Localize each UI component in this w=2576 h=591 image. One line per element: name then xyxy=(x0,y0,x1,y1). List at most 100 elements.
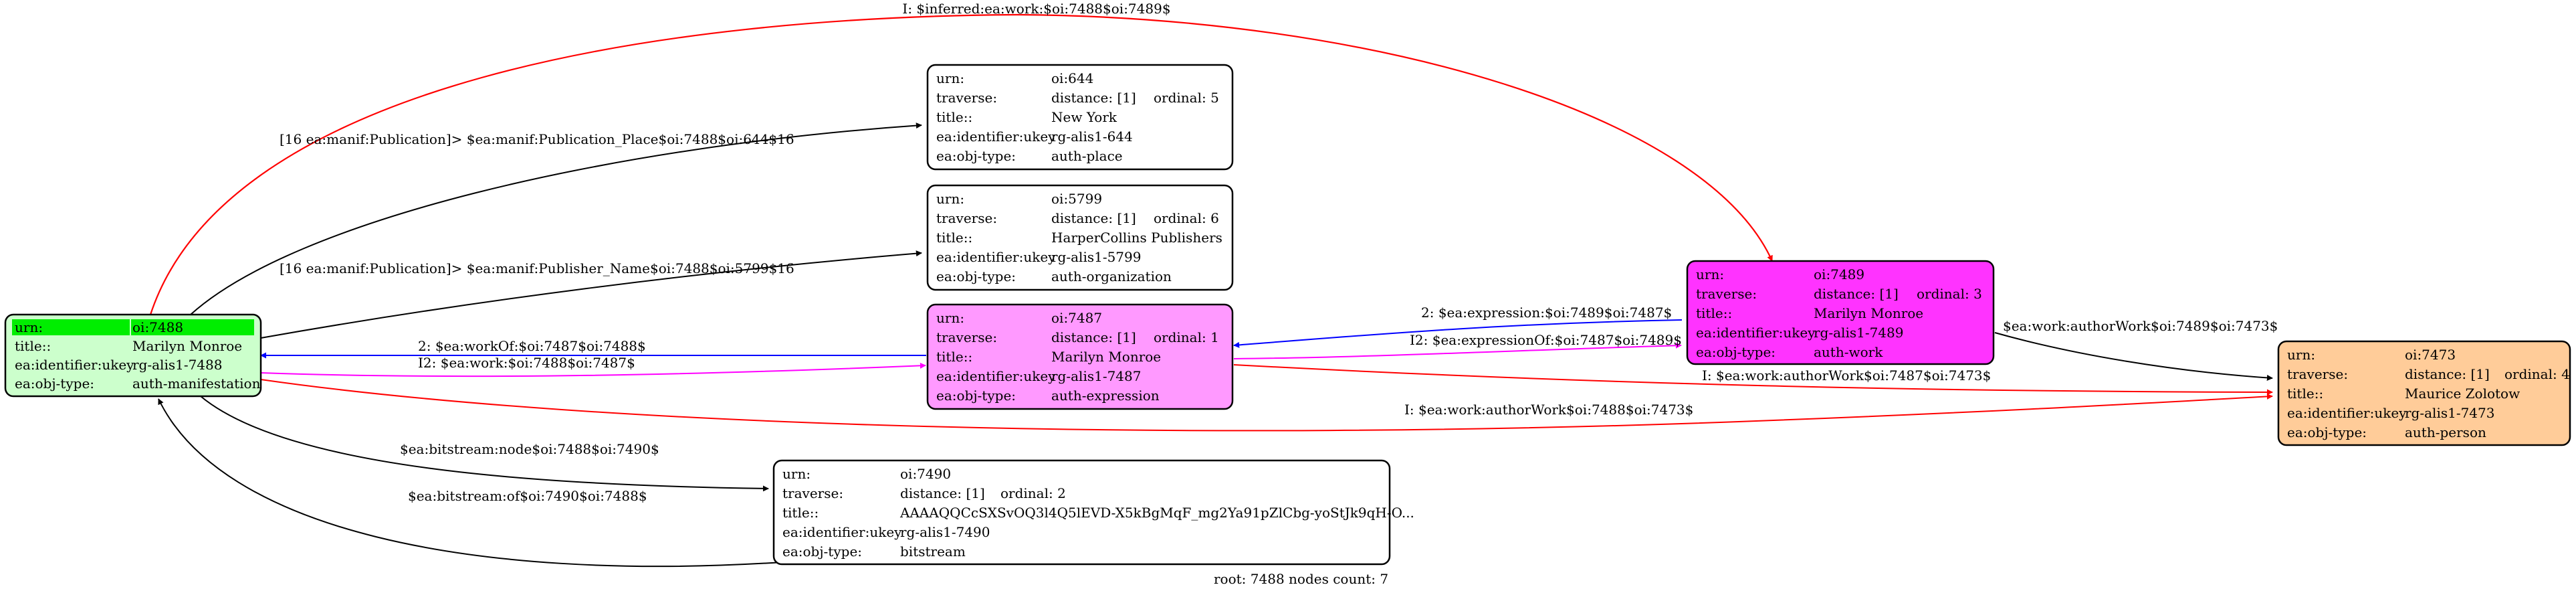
node-7490-key: ea:identifier:ukey xyxy=(782,524,902,540)
node-7488-value: rg-alis1-7488 xyxy=(132,357,222,373)
node-5799-value: rg-alis1-5799 xyxy=(1051,249,1141,265)
edge-label-author-work-7488: I: $ea:work:authorWork$oi:7488$oi:7473$ xyxy=(1404,402,1693,418)
node-7489-value: Marilyn Monroe xyxy=(1814,305,1923,321)
node-644-box xyxy=(926,64,1234,171)
node-7489-value: auth-work xyxy=(1814,344,1883,360)
node-7473-key: ea:obj-type: xyxy=(2287,424,2367,440)
node-5799-value: HarperCollins Publishers xyxy=(1051,230,1222,246)
node-7487-value: Marilyn Monroe xyxy=(1051,349,1161,365)
graph-footer: root: 7488 nodes count: 7 xyxy=(1214,571,1388,587)
edge-author-work-7488 xyxy=(260,379,2273,432)
edge-label-inferred-work: I: $inferred:ea:work:$oi:7488$oi:7489$ xyxy=(902,1,1170,17)
edges: I: $inferred:ea:work:$oi:7488$oi:7489$ [… xyxy=(149,1,2278,568)
edge-label-bitstream-of: $ea:bitstream:of$oi:7490$oi:7488$ xyxy=(408,488,647,504)
node-7488-header-key-bg xyxy=(12,319,130,335)
node-644-value: rg-alis1-644 xyxy=(1051,129,1133,145)
node-7473-key: title:: xyxy=(2287,386,2323,402)
node-7487[interactable]: urn: oi:7487 traverse: distance: [1] ord… xyxy=(926,303,1234,410)
edge-label-author-work-7489: $ea:work:authorWork$oi:7489$oi:7473$ xyxy=(2003,318,2278,334)
node-7473[interactable]: urn: oi:7473 traverse: distance: [1] ord… xyxy=(2277,340,2571,446)
node-7488-value: oi:7488 xyxy=(132,319,183,335)
edge-work xyxy=(260,362,926,377)
node-5799[interactable]: urn: oi:5799 traverse: distance: [1] ord… xyxy=(926,184,1234,291)
node-644[interactable]: urn: oi:644 traverse: distance: [1] ordi… xyxy=(926,64,1234,171)
node-7489-key: ea:identifier:ukey xyxy=(1696,325,1816,341)
node-5799-value: distance: [1] xyxy=(1051,210,1136,226)
node-5799-value: ordinal: 6 xyxy=(1154,210,1219,226)
node-7488-value: auth-manifestation xyxy=(132,375,261,392)
node-7489-box xyxy=(1686,260,1995,365)
node-7473-value: Maurice Zolotow xyxy=(2405,386,2520,402)
node-7490[interactable]: urn: oi:7490 traverse: distance: [1] ord… xyxy=(772,459,1414,566)
node-7473-key: traverse: xyxy=(2287,366,2348,382)
node-5799-box xyxy=(926,184,1234,291)
node-644-key: urn: xyxy=(936,70,964,86)
node-7489-value: distance: [1] xyxy=(1814,286,1899,302)
edge-publisher-name xyxy=(260,250,922,339)
node-7473-key: ea:identifier:ukey xyxy=(2287,405,2407,421)
node-7489-key: traverse: xyxy=(1696,286,1757,302)
node-644-key: traverse: xyxy=(936,90,997,106)
node-7488-key: ea:obj-type: xyxy=(15,375,94,392)
node-5799-key: ea:identifier:ukey xyxy=(936,249,1056,265)
node-644-value: ordinal: 5 xyxy=(1154,90,1219,106)
node-7488-header-value-bg xyxy=(131,319,254,335)
edge-label-work-of: 2: $ea:workOf:$oi:7487$oi:7488$ xyxy=(418,338,646,354)
edge-bitstream-of xyxy=(158,398,783,568)
edge-label-expression-of: I2: $ea:expressionOf:$oi:7487$oi:7489$ xyxy=(1410,332,1682,348)
node-7473-value: distance: [1] xyxy=(2405,366,2490,382)
node-5799-key: traverse: xyxy=(936,210,997,226)
node-7490-key: urn: xyxy=(782,466,811,482)
node-7473-value: auth-person xyxy=(2405,424,2486,440)
node-7487-value: auth-expression xyxy=(1051,388,1160,404)
node-644-key: ea:obj-type: xyxy=(936,148,1016,164)
node-7490-key: ea:obj-type: xyxy=(782,543,862,560)
node-7489-value: oi:7489 xyxy=(1814,266,1864,282)
node-5799-value: oi:5799 xyxy=(1051,191,1102,207)
node-7488[interactable]: urn: oi:7488 title:: Marilyn Monroe ea:i… xyxy=(4,313,262,398)
node-7490-value: rg-alis1-7490 xyxy=(900,524,990,540)
node-5799-key: ea:obj-type: xyxy=(936,268,1016,284)
edge-label-author-work-7487: I: $ea:work:authorWork$oi:7487$oi:7473$ xyxy=(1702,367,1991,384)
edge-author-work-7489 xyxy=(1994,332,2273,381)
edge-expression xyxy=(1233,319,1683,348)
node-644-key: ea:identifier:ukey xyxy=(936,129,1056,145)
edge-author-work-7487 xyxy=(1233,364,2273,396)
node-7487-value: rg-alis1-7487 xyxy=(1051,368,1141,384)
edge-label-expression: 2: $ea:expression:$oi:7489$oi:7487$ xyxy=(1421,305,1672,321)
edge-label-publisher-name: [16 ea:manif:Publication]> $ea:manif:Pub… xyxy=(280,260,794,276)
node-7490-value: AAAAQQCcSXSvOQ3l4Q5lEVD-X5kBgMqF_mg2Ya91… xyxy=(899,505,1414,521)
node-644-key: title:: xyxy=(936,109,972,125)
node-7490-value: oi:7490 xyxy=(900,466,951,482)
node-7489-value: rg-alis1-7489 xyxy=(1814,325,1903,341)
node-7488-key: title:: xyxy=(15,338,51,354)
node-7487-box xyxy=(926,303,1234,410)
edge-label-bitstream-node: $ea:bitstream:node$oi:7488$oi:7490$ xyxy=(400,441,659,457)
node-7487-value: distance: [1] xyxy=(1051,329,1136,345)
node-7490-value: ordinal: 2 xyxy=(1000,485,1066,501)
edge-expression-of xyxy=(1233,342,1682,359)
node-7489-key: ea:obj-type: xyxy=(1696,344,1776,360)
node-7473-value: ordinal: 4 xyxy=(2504,366,2570,382)
node-5799-key: urn: xyxy=(936,191,964,207)
node-7488-key: ea:identifier:ukey xyxy=(15,357,134,373)
node-7473-box xyxy=(2277,340,2571,446)
node-7489-key: urn: xyxy=(1696,266,1724,282)
node-7489-value: ordinal: 3 xyxy=(1917,286,1982,302)
node-7490-key: title:: xyxy=(782,505,819,521)
node-5799-key: title:: xyxy=(936,230,972,246)
node-7490-value: distance: [1] xyxy=(900,485,985,501)
node-7488-key: urn: xyxy=(15,319,43,335)
node-7490-value: bitstream xyxy=(900,543,966,560)
node-7487-value: oi:7487 xyxy=(1051,310,1102,326)
node-7489[interactable]: urn: oi:7489 traverse: distance: [1] ord… xyxy=(1686,260,1995,365)
node-7487-key: urn: xyxy=(936,310,964,326)
node-7473-value: rg-alis1-7473 xyxy=(2405,405,2494,421)
node-7487-value: ordinal: 1 xyxy=(1154,329,1219,345)
node-7487-key: ea:identifier:ukey xyxy=(936,368,1056,384)
edge-label-publication-place: [16 ea:manif:Publication]> $ea:manif:Pub… xyxy=(280,131,794,147)
node-7487-key: title:: xyxy=(936,349,972,365)
node-7490-box xyxy=(772,459,1391,566)
node-644-value: distance: [1] xyxy=(1051,90,1136,106)
